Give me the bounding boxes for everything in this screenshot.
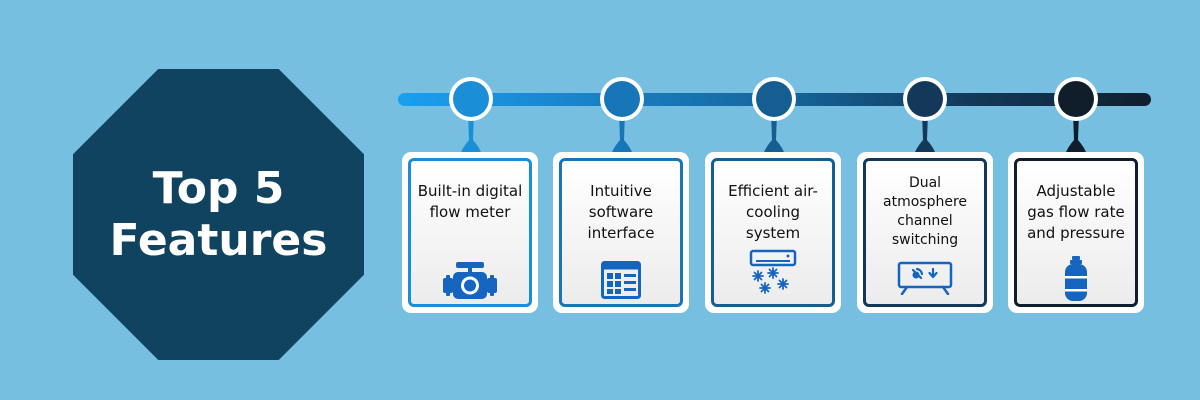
- timeline-node: [907, 81, 943, 117]
- feature-card-frame: Adjustable gas flow rate and pressure: [1014, 158, 1138, 307]
- feature-card-frame: Dual atmosphere channel switching: [863, 158, 987, 307]
- feature-card-air-cooling: Efficient air-cooling system: [705, 152, 841, 313]
- timeline-node: [604, 81, 640, 117]
- node-connector: [914, 112, 936, 155]
- feature-label: Built-in digital flow meter: [417, 182, 523, 221]
- feature-card-frame: Efficient air-cooling system: [711, 158, 835, 307]
- node-connector: [1065, 112, 1087, 155]
- timeline-node: [1058, 81, 1094, 117]
- feature-label: Adjustable gas flow rate and pressure: [1027, 182, 1125, 242]
- node-connector: [460, 112, 482, 155]
- software-window-icon: [601, 261, 641, 299]
- feature-label: Efficient air-cooling system: [728, 182, 818, 242]
- timeline-node: [453, 81, 489, 117]
- feature-label: Intuitive software interface: [587, 182, 655, 242]
- feature-card-flow-meter: Built-in digital flow meter: [402, 152, 538, 313]
- node-connector: [763, 112, 785, 155]
- timeline-node: [756, 81, 792, 117]
- monitor-switch-icon: [897, 261, 953, 295]
- air-conditioner-icon: [749, 249, 797, 294]
- feature-card-dual-channel: Dual atmosphere channel switching: [857, 152, 993, 313]
- feature-card-software: Intuitive software interface: [553, 152, 689, 313]
- feature-card-frame: Built-in digital flow meter: [408, 158, 532, 307]
- gas-cylinder-icon: [1065, 256, 1087, 301]
- feature-card-gas-flow: Adjustable gas flow rate and pressure: [1008, 152, 1144, 313]
- feature-card-frame: Intuitive software interface: [559, 158, 683, 307]
- node-connector: [611, 112, 633, 155]
- feature-label: Dual atmosphere channel switching: [883, 175, 967, 248]
- title-octagon: Top 5 Features: [73, 69, 364, 360]
- flow-meter-icon: [443, 262, 497, 299]
- page-title: Top 5 Features: [109, 162, 328, 266]
